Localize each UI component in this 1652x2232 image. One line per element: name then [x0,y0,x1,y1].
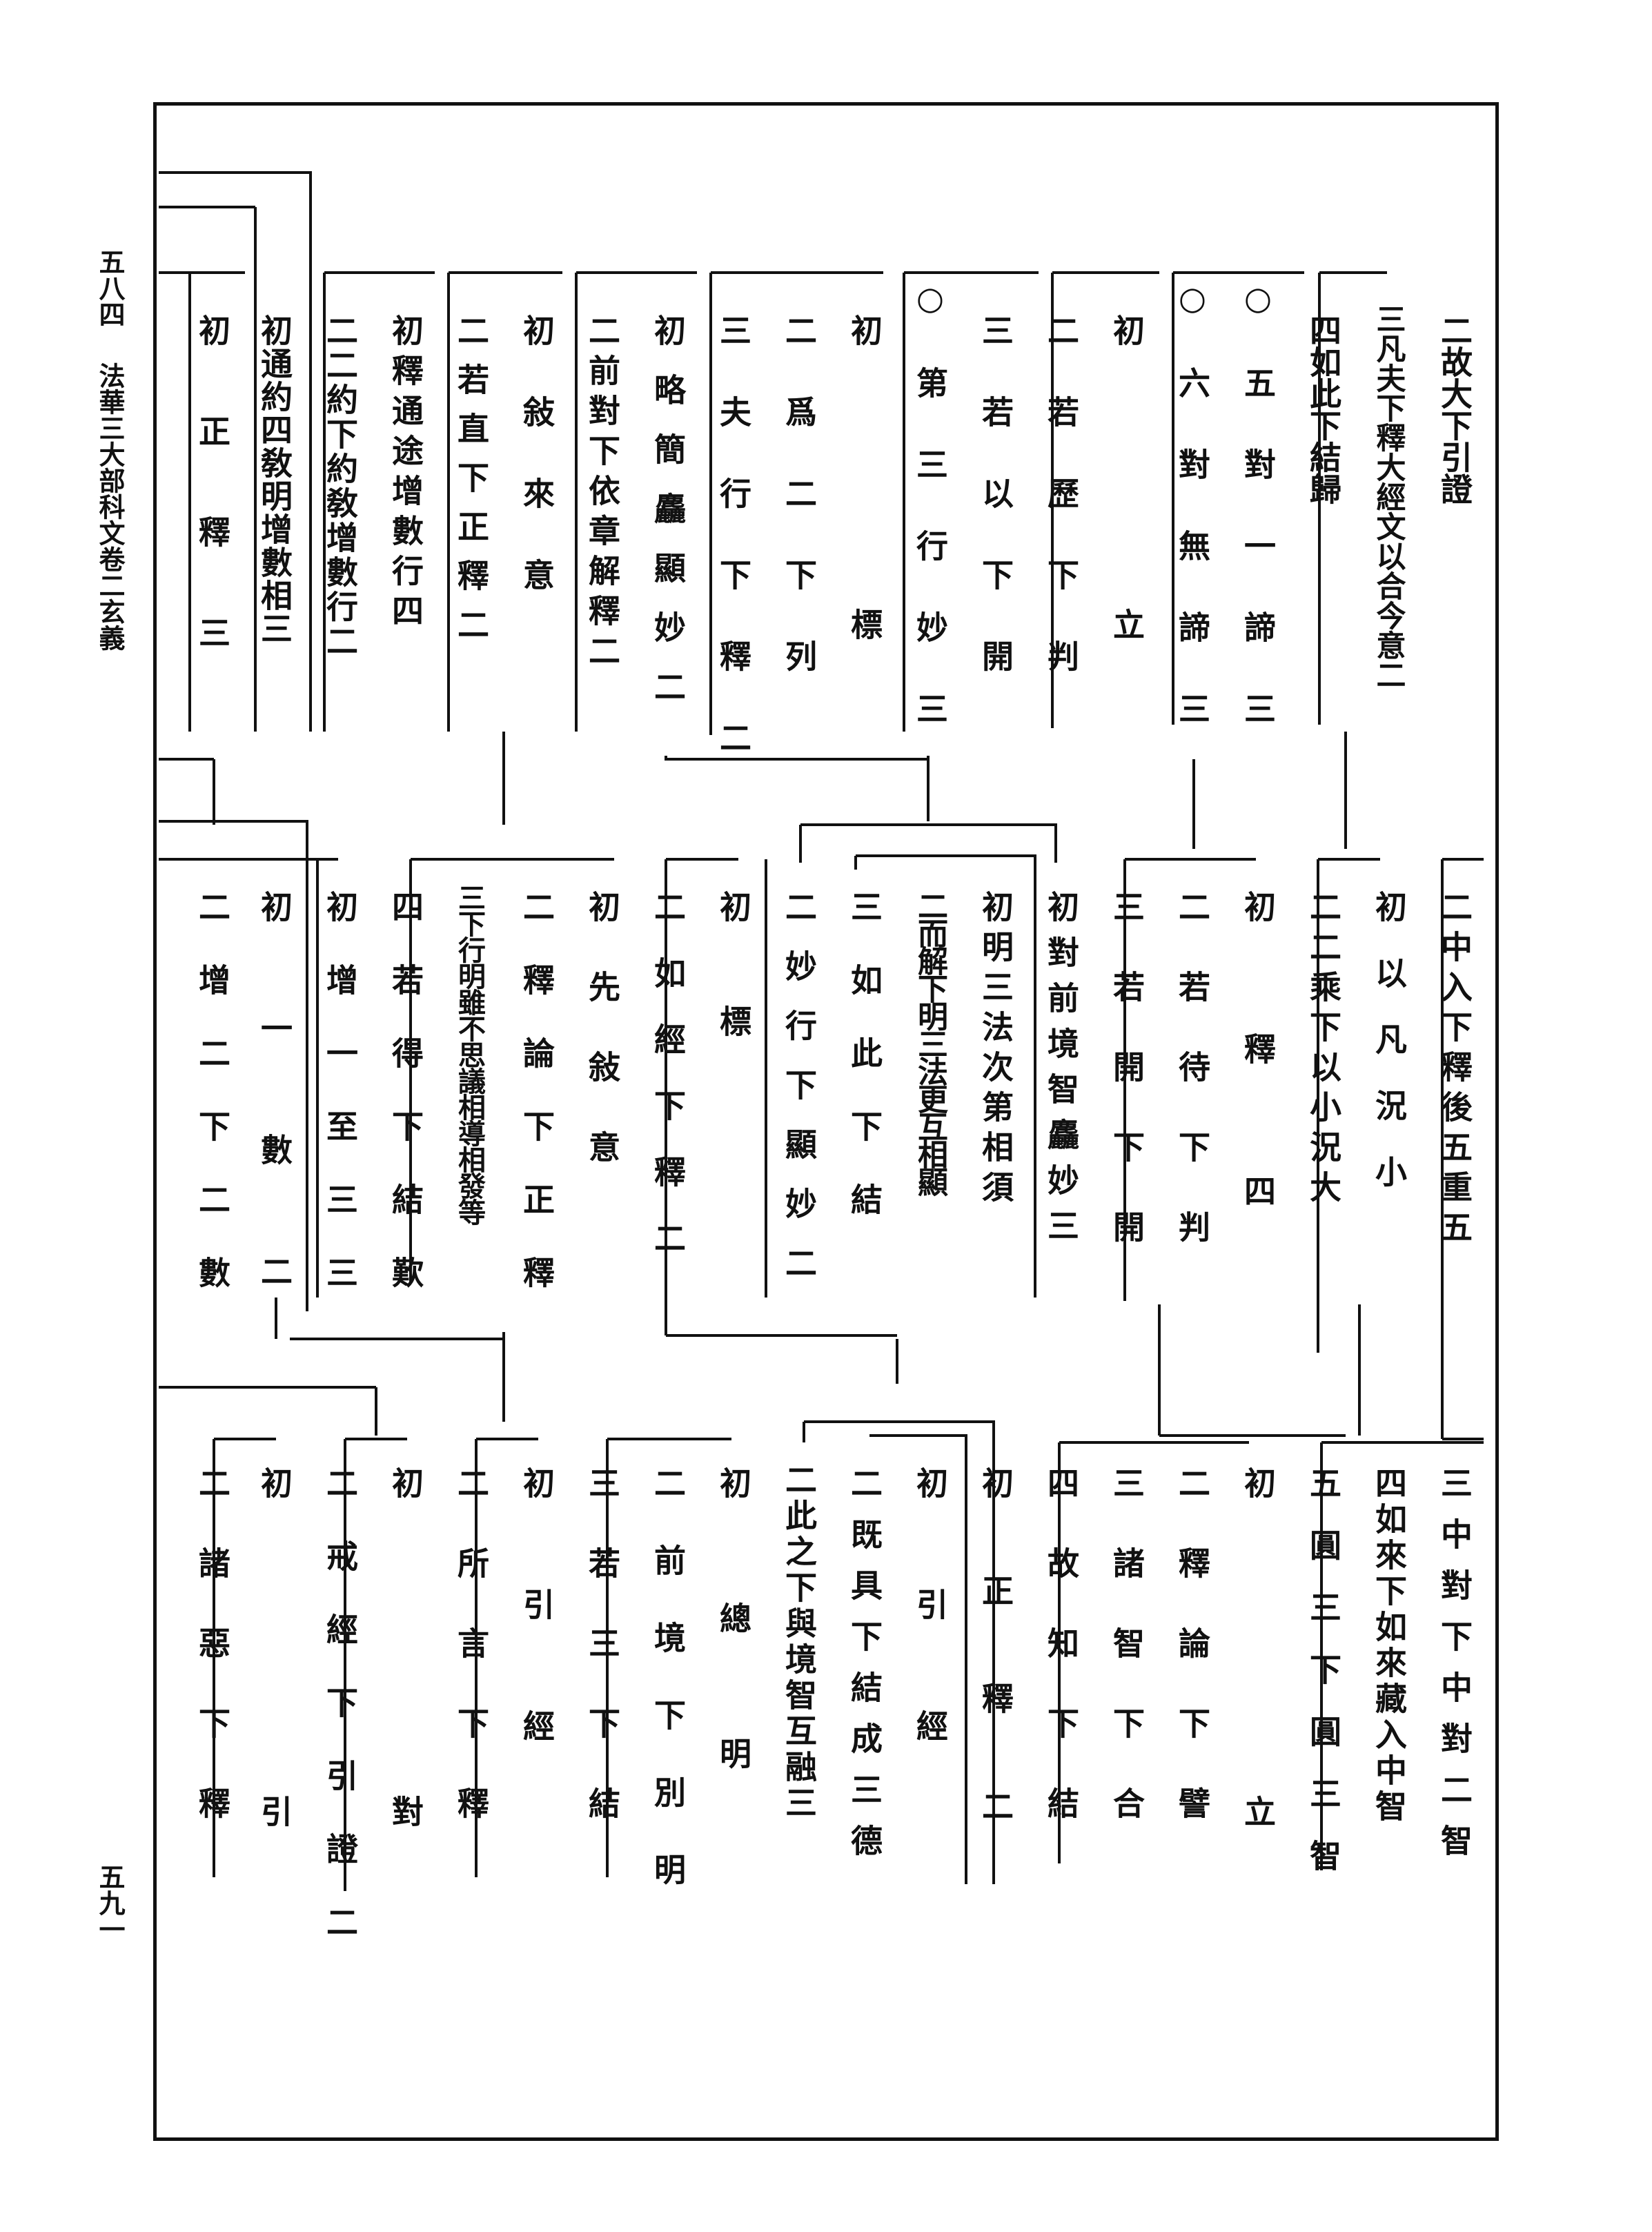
outline-entry: 四若得下結歎 [387,890,424,1329]
outline-entry: 初釋四 [1239,890,1277,1317]
outline-entry: 二妙行下顯妙二 [780,890,818,1306]
outline-entry: 初略簡麤顯妙二 [649,314,687,730]
outline-entry: 初標 [846,314,883,902]
outline-entry: 二二約下約敎增數行二 [322,314,359,659]
outline-entry: 初先敍意 [584,890,621,1211]
outline-entry: 二而解下明三法更互相顯 [912,890,947,1194]
outline-entry: 初以凡況小 [1370,890,1408,1222]
outline-entry: 三諸智下合 [1108,1467,1145,1867]
outline-entry: 初總明 [715,1467,752,1872]
outline-entry: 二故大下引證 [1436,314,1473,505]
outline-entry: 三若開下開 [1108,890,1145,1291]
outline-entry: 初正釋二 [977,1467,1014,1897]
outline-entry: 二釋論下正釋 [518,890,555,1329]
outline-entry: 三下行明雖不思議相導相發等 [453,883,486,1224]
page-number-left: 五八四 [95,248,126,327]
outline-entry: 初引經 [518,1467,555,1831]
outline-entry: 二所言下釋 [453,1467,490,1867]
outline-entry: 初立 [1108,314,1145,902]
outline-entry: 初對 [387,1467,424,2124]
outline-entry: ○六對無諦三 [1174,280,1211,774]
outline-entry: 二既具下結成三德 [846,1467,883,1875]
outline-entry: 三若三下結 [584,1467,621,1867]
outline-entry: 初對前境智麤妙三 [1043,890,1080,1255]
outline-entry: ○五對一諦三 [1239,280,1277,774]
outline-entry: 二諸惡下釋 [194,1467,231,1867]
outline-entry: 二前境下別明 [649,1467,687,1930]
outline-entry: 初引經 [912,1467,949,1831]
outline-entry: 三凡夫下釋大經文以合今意二 [1371,304,1406,689]
outline-entry: 二此之下與境智互融三 [780,1463,818,1822]
outline-entry: 二若直下正釋二 [453,314,490,657]
outline-entry: 三中對下中對二智 [1436,1467,1473,1875]
outline-entry: ○第三行妙三 [912,280,949,774]
outline-entry: 初釋通途增數行四 [387,314,424,634]
outline-entry: 初明三法次第相須 [977,890,1014,1211]
outline-entry: 四如此下結歸 [1305,314,1342,505]
outline-entry: 初敍來意 [518,314,555,640]
outline-entry: 三夫行下釋二 [715,314,752,803]
outline-entry: 初正釋三 [194,314,231,717]
outline-entry: 二若待下判 [1174,890,1211,1291]
outline-entry: 四故知下結 [1043,1467,1080,1867]
outline-entry: 二若歷下判 [1043,314,1080,721]
outline-entry: 二釋論下譬 [1174,1467,1211,1867]
outline-entry: 初一數二 [256,890,293,1376]
outline-entry: 初立 [1239,1467,1277,2124]
book-title: 法華三大部科文卷二玄義 [95,362,126,651]
outline-entry: 二如經下釋二 [649,890,687,1288]
outline-entry: 二中入下釋後五重五 [1436,890,1473,1251]
outline-entry: 五圓三下圓三智 [1305,1467,1342,1901]
outline-entry: 二增二下二數 [194,890,231,1329]
outline-entry: 三如此下結 [846,890,883,1256]
outline-entry: 二戒經下引證二 [322,1467,359,1979]
outline-entry: 初標 [715,890,752,1119]
page-frame [153,102,1499,2141]
outline-entry: 初通約四敎明增數相三 [256,314,293,645]
page-number-right: 五九一 [95,1863,126,1942]
outline-entry: 四如來下如來藏入中智 [1370,1467,1408,1825]
outline-entry: 二二乘下以小況大 [1305,890,1342,1211]
outline-entry: 二前對下依章解釋二 [584,314,621,674]
outline-entry: 初引 [256,1467,293,2124]
outline-entry: 初增一至三三 [322,890,359,1329]
outline-entry: 三若以下開 [977,314,1014,721]
outline-entry: 二爲二下列 [780,314,818,721]
